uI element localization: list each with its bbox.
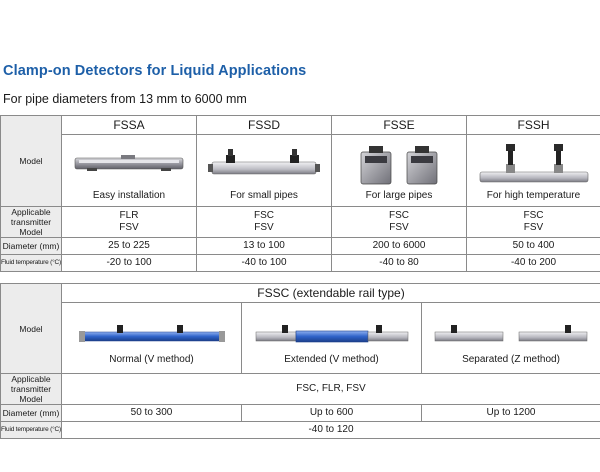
fssd-detector-image: [208, 149, 320, 175]
fssa-temperature: -20 to 100: [61, 254, 197, 272]
fssc-normal-image: [78, 324, 225, 342]
row-label-transmitter-2: Applicable transmitter Model: [0, 373, 62, 405]
row-label-fluid-temp-2: Fluid temperature (°C): [0, 421, 62, 439]
fssd-cell: For small pipes: [196, 134, 332, 207]
fssc-normal-cell: Normal (V method): [61, 302, 242, 374]
row-label-model-2: Model: [0, 283, 62, 374]
fssc-transmitter: FSC, FLR, FSV: [61, 373, 600, 405]
fssc-extended-diameter: Up to 600: [241, 404, 422, 422]
fsse-caption: For large pipes: [365, 190, 433, 201]
fssh-caption: For high temperature: [486, 190, 581, 201]
fssh-cell: For high temperature: [466, 134, 600, 207]
fssc-extended-caption: Extended (V method): [284, 353, 379, 365]
page-title: Clamp-on Detectors for Liquid Applicatio…: [3, 63, 307, 79]
model-header-fssa: FSSA: [61, 115, 197, 135]
fssd-diameter: 13 to 100: [196, 237, 332, 255]
fssd-caption: For small pipes: [230, 190, 298, 201]
detector-spec-table: Model FSSA FSSD FSSE FSSH Easy installat…: [0, 115, 600, 272]
fsse-temperature: -40 to 80: [331, 254, 467, 272]
fssc-separated-cell: Separated (Z method): [421, 302, 600, 374]
fsse-cell: For large pipes: [331, 134, 467, 207]
fsse-diameter: 200 to 6000: [331, 237, 467, 255]
fssc-extended-cell: Extended (V method): [241, 302, 422, 374]
fssc-separated-image: [434, 324, 588, 341]
fssd-temperature: -40 to 100: [196, 254, 332, 272]
fssa-caption: Easy installation: [92, 190, 166, 201]
page-subtitle: For pipe diameters from 13 mm to 6000 mm: [3, 92, 247, 106]
fssc-normal-caption: Normal (V method): [109, 353, 194, 365]
row-label-model: Model: [0, 115, 62, 207]
fssh-diameter: 50 to 400: [466, 237, 600, 255]
fssc-header: FSSC (extendable rail type): [61, 283, 600, 303]
fssh-detector-image: [479, 144, 588, 183]
model-header-fssd: FSSD: [196, 115, 332, 135]
fsse-detector-image: [360, 146, 438, 185]
fssc-separated-caption: Separated (Z method): [462, 353, 560, 365]
fssc-spec-table: Model FSSC (extendable rail type) Normal…: [0, 283, 600, 439]
fssc-separated-diameter: Up to 1200: [421, 404, 600, 422]
model-header-fsse: FSSE: [331, 115, 467, 135]
fssa-diameter: 25 to 225: [61, 237, 197, 255]
row-label-diameter-2: Diameter (mm): [0, 404, 62, 422]
fssc-temperature: -40 to 120: [61, 421, 600, 439]
fssa-cell: Easy installation: [61, 134, 197, 207]
model-header-fssh: FSSH: [466, 115, 600, 135]
row-label-diameter: Diameter (mm): [0, 237, 62, 255]
row-label-transmitter: Applicable transmitter Model: [0, 206, 62, 238]
fssa-detector-image: [74, 155, 184, 171]
fssc-extended-image: [255, 324, 408, 342]
row-label-fluid-temp: Fluid temperature (°C): [0, 254, 62, 272]
fssc-normal-diameter: 50 to 300: [61, 404, 242, 422]
fssh-temperature: -40 to 200: [466, 254, 600, 272]
